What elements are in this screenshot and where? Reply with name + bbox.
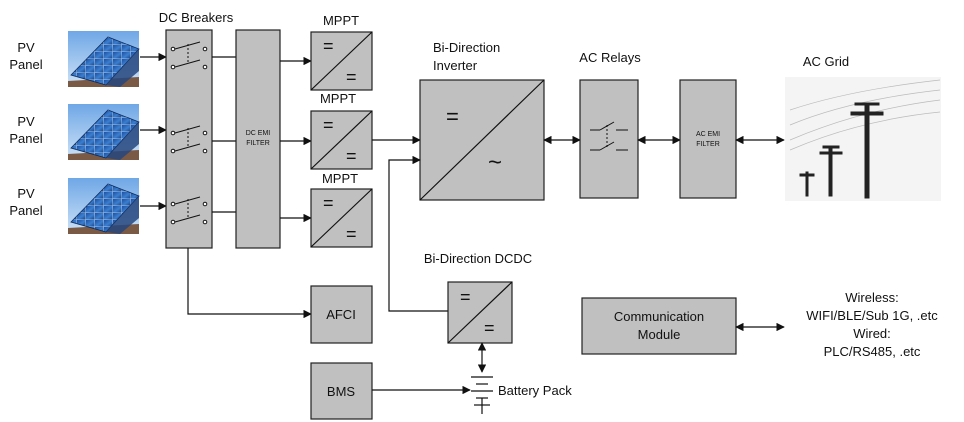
inverter-ac-symbol: ~: [488, 149, 502, 176]
dcdc-dc-out: =: [484, 318, 495, 338]
wireless-detail: WIFI/BLE/Sub 1G, .etc: [806, 308, 938, 323]
wireless-title: Wireless:: [845, 290, 898, 305]
wired-title: Wired:: [853, 326, 891, 341]
ac-emi-filter-box: [679, 79, 737, 199]
mppt-3-dc-out: =: [346, 224, 357, 244]
ac-emi-filter-line1: AC EMI: [696, 131, 720, 138]
wire-dcdc-inverter: [388, 155, 448, 312]
pv-label-2-line1: PV: [17, 114, 35, 129]
bms-label: BMS: [327, 384, 356, 399]
mppt-3-dc-in: =: [323, 193, 334, 213]
breaker-switch-1: [170, 41, 208, 70]
mppt-label-2: MPPT: [320, 91, 356, 106]
wire-breaker-afci: [187, 248, 312, 319]
battery-pack-label: Battery Pack: [498, 383, 572, 398]
inverter-diagonal: [419, 79, 545, 201]
bms-box: [310, 362, 373, 420]
mppt-2-dc-in: =: [323, 115, 334, 135]
communication-module-box: [581, 297, 737, 355]
mppt-1-diagonal: [310, 31, 373, 91]
mppt-1-dc-out: =: [346, 67, 357, 87]
inverter-dc-symbol: =: [446, 104, 459, 129]
mppt-1-dc-in: =: [323, 36, 334, 56]
ac-relays-label: AC Relays: [579, 50, 641, 65]
pv-label-3-line1: PV: [17, 186, 35, 201]
pv-panel-image-1: [67, 30, 140, 88]
pv-label-1-line1: PV: [17, 40, 35, 55]
pv-panel-image-2: [67, 103, 140, 161]
pv-panel-image-3: [67, 177, 140, 235]
pv-label-2-line2: Panel: [9, 131, 42, 146]
power-pole-icon: [785, 77, 941, 201]
battery-icon: [471, 376, 493, 414]
wired-detail: PLC/RS485, .etc: [824, 344, 921, 359]
mppt-2-dc-out: =: [346, 146, 357, 166]
ac-grid-label: AC Grid: [803, 54, 849, 69]
breaker-switch-3: [170, 196, 208, 225]
pv-label-3-line2: Panel: [9, 203, 42, 218]
mppt-label-3: MPPT: [322, 171, 358, 186]
dcdc-diagonal: [447, 281, 513, 344]
dcdc-dc-in: =: [460, 287, 471, 307]
comm-module-line1: Communication: [614, 309, 704, 324]
breaker-switch-2: [170, 125, 208, 154]
ac-emi-filter-line2: FILTER: [696, 141, 720, 148]
dc-breakers-label: DC Breakers: [159, 10, 234, 25]
pv-label-1-line2: Panel: [9, 57, 42, 72]
dcdc-label: Bi-Direction DCDC: [424, 251, 532, 266]
mppt-3-diagonal: [310, 188, 373, 248]
ac-relays-box: [579, 79, 639, 199]
dc-emi-filter-box: [235, 29, 281, 249]
dc-emi-filter-line2: FILTER: [246, 140, 270, 147]
afci-label: AFCI: [326, 307, 356, 322]
mppt-2-diagonal: [310, 110, 373, 170]
mppt-label-1: MPPT: [323, 13, 359, 28]
inverter-label-line2: Inverter: [433, 58, 478, 73]
relay-switch-icon: [590, 121, 628, 151]
comm-module-line2: Module: [638, 327, 681, 342]
inverter-label-line1: Bi-Direction: [433, 40, 500, 55]
afci-box: [310, 285, 373, 344]
dc-emi-filter-line1: DC EMI: [246, 130, 271, 137]
